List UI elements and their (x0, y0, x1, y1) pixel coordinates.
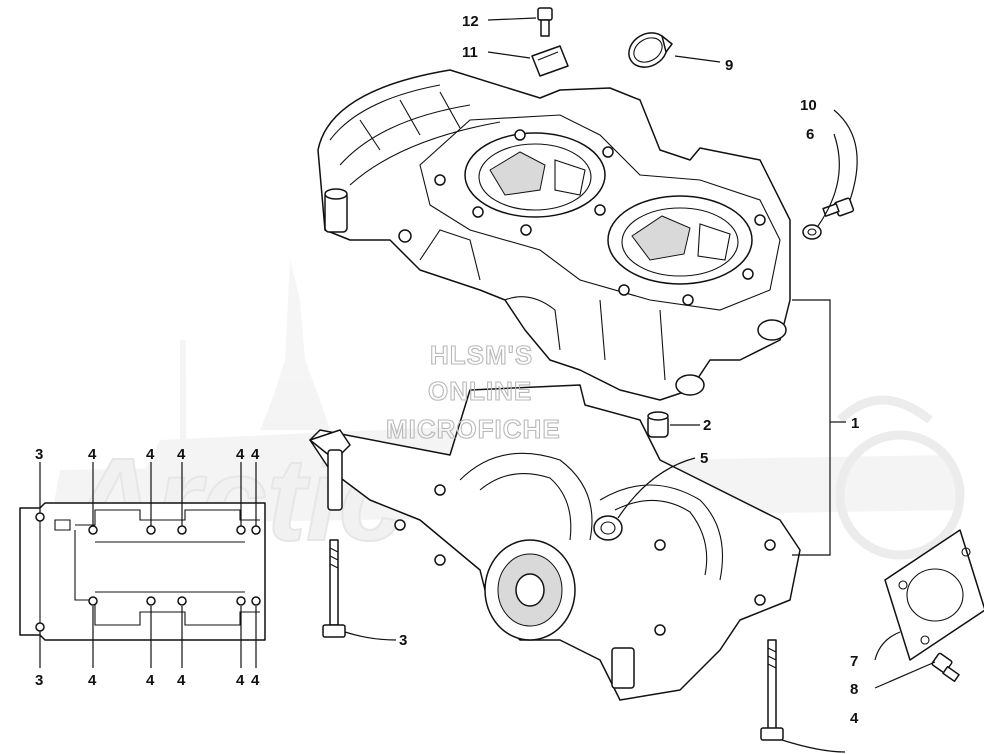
part-6-washer (802, 224, 822, 240)
callout-6: 6 (806, 126, 814, 143)
part-5-seal (593, 515, 623, 541)
callout-5: 5 (700, 450, 708, 467)
part-10-bolt (822, 197, 855, 217)
pattern-bottom-label: 4 (146, 672, 155, 689)
part-2-dowel (647, 411, 669, 438)
pattern-bottom-label: 4 (236, 672, 245, 689)
part-12-bolt (537, 7, 553, 37)
pattern-bottom-label: 4 (88, 672, 97, 689)
part-4-bolt (760, 639, 784, 741)
callout-12: 12 (462, 13, 479, 30)
lower-crankcase (309, 384, 801, 701)
callout-8: 8 (850, 681, 858, 698)
pattern-bottom-label: 4 (177, 672, 186, 689)
leader-lines (344, 17, 936, 753)
pattern-top-label: 4 (251, 446, 260, 463)
upper-crankcase (317, 69, 791, 401)
pattern-bottom-label: 4 (251, 672, 260, 689)
part-3-bolt (322, 449, 346, 638)
pattern-top-label: 4 (146, 446, 155, 463)
pattern-bottom-label: 3 (35, 672, 43, 689)
pattern-top-label: 3 (35, 446, 43, 463)
callout-11: 11 (462, 44, 478, 61)
part-9-clamp (628, 32, 673, 68)
callout-3-bolt: 3 (399, 632, 407, 649)
callout-1: 1 (851, 415, 859, 432)
bolt-pattern-inset (19, 462, 266, 668)
part-11-plate (531, 45, 569, 77)
part-7-gasket (884, 529, 984, 661)
callout-2: 2 (703, 417, 711, 434)
watermark-line-1: HLSM'S (430, 340, 533, 370)
watermark-line-2: ONLINE (428, 376, 532, 406)
callout-10: 10 (800, 97, 817, 114)
callout-labels: 12 11 9 10 6 1 2 5 3 7 8 4 (399, 13, 859, 727)
watermark-line-3: MICROFICHE (386, 414, 561, 444)
pattern-top-label: 4 (88, 446, 97, 463)
callout-4-bolt: 4 (850, 710, 859, 727)
bolt-pattern-labels: 3 4 4 4 4 4 3 4 4 4 4 4 (35, 446, 260, 689)
pattern-top-label: 4 (236, 446, 245, 463)
pattern-top-label: 4 (177, 446, 186, 463)
callout-9: 9 (725, 57, 733, 74)
watermark-text: HLSM'S ONLINE MICROFICHE (385, 339, 561, 444)
callout-7: 7 (850, 653, 858, 670)
part-8-bolt (931, 652, 960, 683)
